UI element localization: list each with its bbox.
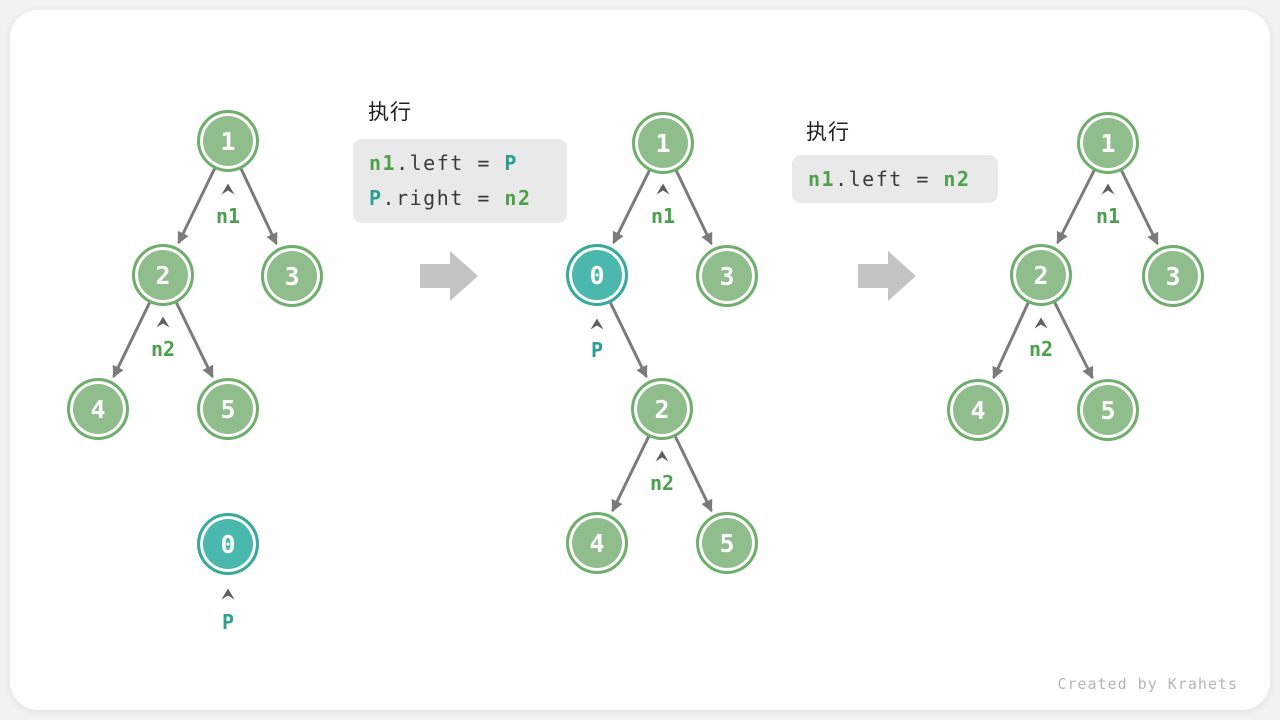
tree-node: 2 bbox=[631, 378, 693, 440]
tree-node: 4 bbox=[947, 379, 1009, 441]
code-token: n2 bbox=[504, 186, 532, 210]
pointer-label-n1: n1 bbox=[1095, 204, 1121, 228]
pointer-caret-icon bbox=[590, 318, 604, 330]
tree-node: 5 bbox=[696, 512, 758, 574]
code-token: .right = bbox=[382, 186, 505, 210]
pointer-caret-icon bbox=[655, 450, 669, 462]
tree-node: 3 bbox=[1142, 245, 1204, 307]
code-token: n1 bbox=[808, 167, 836, 191]
code-line: P.right = n2 bbox=[369, 181, 551, 216]
tree-node: 4 bbox=[67, 378, 129, 440]
tree-node-p: 0 bbox=[197, 513, 259, 575]
tree-node: 1 bbox=[197, 110, 259, 172]
tree-node: 2 bbox=[1010, 244, 1072, 306]
tree-node: 3 bbox=[696, 245, 758, 307]
tree-node: 4 bbox=[566, 512, 628, 574]
tree-node: 2 bbox=[132, 244, 194, 306]
code-token: n1 bbox=[369, 151, 397, 175]
pointer-caret-icon bbox=[221, 183, 235, 195]
code-line: n1.left = n2 bbox=[808, 162, 982, 196]
code-line: n1.left = P bbox=[369, 146, 551, 181]
tree-node: 5 bbox=[1077, 379, 1139, 441]
code-token: P bbox=[369, 186, 383, 210]
pointer-label-n2: n2 bbox=[649, 471, 675, 495]
tree-node-p: 0 bbox=[566, 244, 628, 306]
code-token: P bbox=[504, 151, 518, 175]
pointer-label-n1: n1 bbox=[650, 204, 676, 228]
step-title: 执行 bbox=[806, 121, 850, 144]
pointer-label-p: P bbox=[221, 610, 235, 634]
tree-node: 3 bbox=[261, 245, 323, 307]
pointer-label-n2: n2 bbox=[1028, 337, 1054, 361]
pointer-caret-icon bbox=[656, 183, 670, 195]
code-token: .left = bbox=[835, 167, 944, 191]
code-token: .left = bbox=[396, 151, 505, 175]
pointer-label-n1: n1 bbox=[215, 204, 241, 228]
pointer-label-n2: n2 bbox=[150, 337, 176, 361]
pointer-caret-icon bbox=[1101, 183, 1115, 195]
pointer-caret-icon bbox=[156, 316, 170, 328]
tree-node: 5 bbox=[197, 378, 259, 440]
watermark: Created by Krahets bbox=[1057, 675, 1238, 693]
pointer-label-p: P bbox=[590, 338, 604, 362]
tree-node: 1 bbox=[632, 112, 694, 174]
diagram-card bbox=[10, 10, 1270, 710]
code-token: n2 bbox=[943, 167, 971, 191]
pointer-caret-icon bbox=[1034, 317, 1048, 329]
tree-node: 1 bbox=[1077, 112, 1139, 174]
step-title: 执行 bbox=[368, 101, 412, 124]
pointer-caret-icon bbox=[221, 588, 235, 600]
code-box: n1.left = n2 bbox=[792, 155, 998, 203]
